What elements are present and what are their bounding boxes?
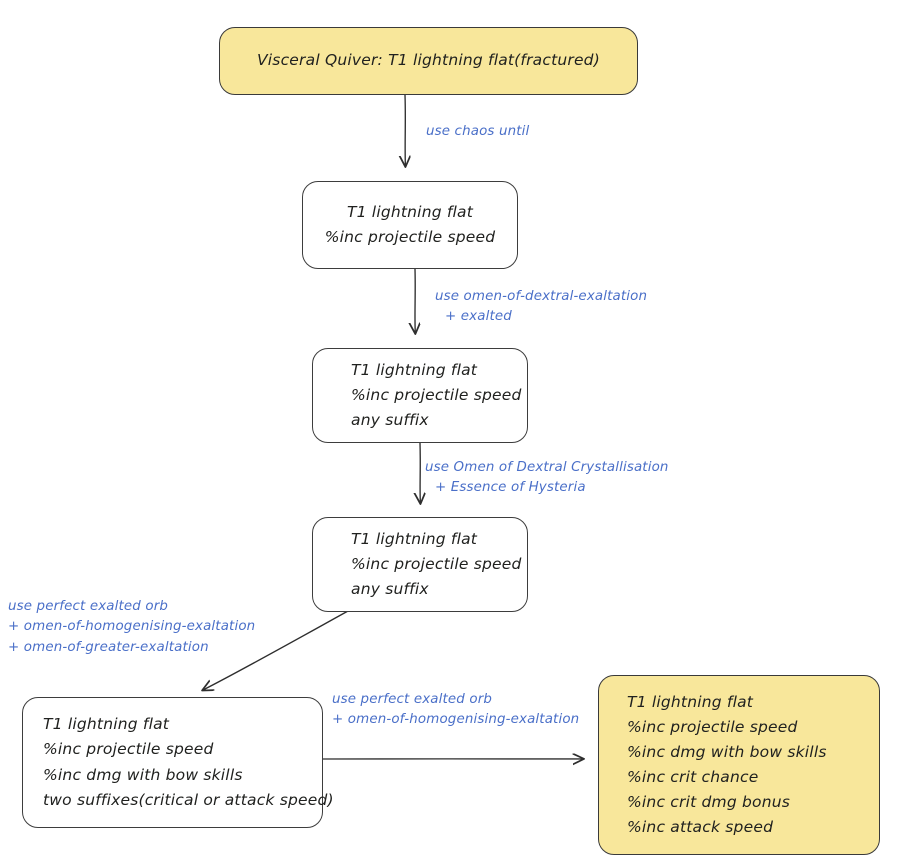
edge-label-step3-step4-line-3: + omen-of-greater-exaltation bbox=[8, 639, 209, 655]
node-step4-line-2: %inc projectile speed bbox=[43, 740, 214, 759]
node-start[interactable]: Visceral Quiver: T1 lightning flat(fract… bbox=[219, 27, 638, 95]
node-step1[interactable]: T1 lightning flat %inc projectile speed bbox=[302, 181, 518, 269]
node-final-line-1: T1 lightning flat bbox=[627, 692, 754, 711]
node-step4[interactable]: T1 lightning flat %inc projectile speed … bbox=[22, 697, 334, 828]
node-step4-line-4: two suffixes(critical or attack speed) bbox=[43, 790, 334, 809]
node-step3-line-1: T1 lightning flat bbox=[351, 529, 478, 548]
node-step3-line-3: any suffix bbox=[351, 580, 429, 599]
edge-label-step2-step3-line-1: use Omen of Dextral Crystallisation bbox=[425, 460, 669, 475]
node-final-line-6: %inc attack speed bbox=[627, 818, 774, 837]
edge-label-start-step1: use chaos until bbox=[426, 122, 529, 142]
node-step3[interactable]: T1 lightning flat %inc projectile speed … bbox=[312, 517, 528, 612]
edge-label-step4-final-line-1: use perfect exalted orb bbox=[332, 692, 493, 707]
edge-label-step1-step2: use omen-of-dextral-exaltation + exalted bbox=[435, 287, 647, 328]
node-start-line-1: Visceral Quiver: T1 lightning flat(fract… bbox=[257, 51, 600, 70]
node-final-line-4: %inc crit chance bbox=[627, 768, 759, 786]
node-final-line-5: %inc crit dmg bonus bbox=[627, 793, 791, 812]
edge-label-step3-step4-line-1: use perfect exalted orb bbox=[8, 599, 169, 614]
node-step1-line-2: %inc projectile speed bbox=[324, 228, 496, 246]
node-step4-line-1: T1 lightning flat bbox=[43, 715, 170, 734]
edge-label-step4-final: use perfect exalted orb + omen-of-homoge… bbox=[332, 690, 579, 731]
edge-label-step2-step3-line-2: + Essence of Hysteria bbox=[435, 480, 586, 496]
node-step2-line-2: %inc projectile speed bbox=[351, 385, 522, 404]
edge-label-step3-step4: use perfect exalted orb + omen-of-homoge… bbox=[8, 597, 255, 658]
edge-label-start-step1-line-1: use chaos until bbox=[426, 124, 530, 139]
node-step2[interactable]: T1 lightning flat %inc projectile speed … bbox=[312, 348, 528, 443]
edge-label-step1-step2-line-2: + exalted bbox=[445, 309, 512, 325]
edge-label-step4-final-line-2: + omen-of-homogenising-exaltation bbox=[332, 712, 580, 728]
edge-label-step1-step2-line-1: use omen-of-dextral-exaltation bbox=[435, 289, 648, 304]
edge-label-step2-step3: use Omen of Dextral Crystallisation + Es… bbox=[425, 458, 669, 499]
node-step2-line-3: any suffix bbox=[351, 411, 429, 430]
node-final-line-3: %inc dmg with bow skills bbox=[627, 742, 827, 761]
node-step3-line-2: %inc projectile speed bbox=[351, 554, 522, 573]
node-step1-line-1: T1 lightning flat bbox=[346, 202, 474, 221]
edge-label-step3-step4-line-2: + omen-of-homogenising-exaltation bbox=[8, 619, 256, 635]
node-final[interactable]: T1 lightning flat %inc projectile speed … bbox=[598, 675, 880, 855]
node-step4-line-3: %inc dmg with bow skills bbox=[43, 765, 243, 784]
node-step2-line-1: T1 lightning flat bbox=[351, 360, 478, 379]
node-final-line-2: %inc projectile speed bbox=[627, 717, 798, 736]
